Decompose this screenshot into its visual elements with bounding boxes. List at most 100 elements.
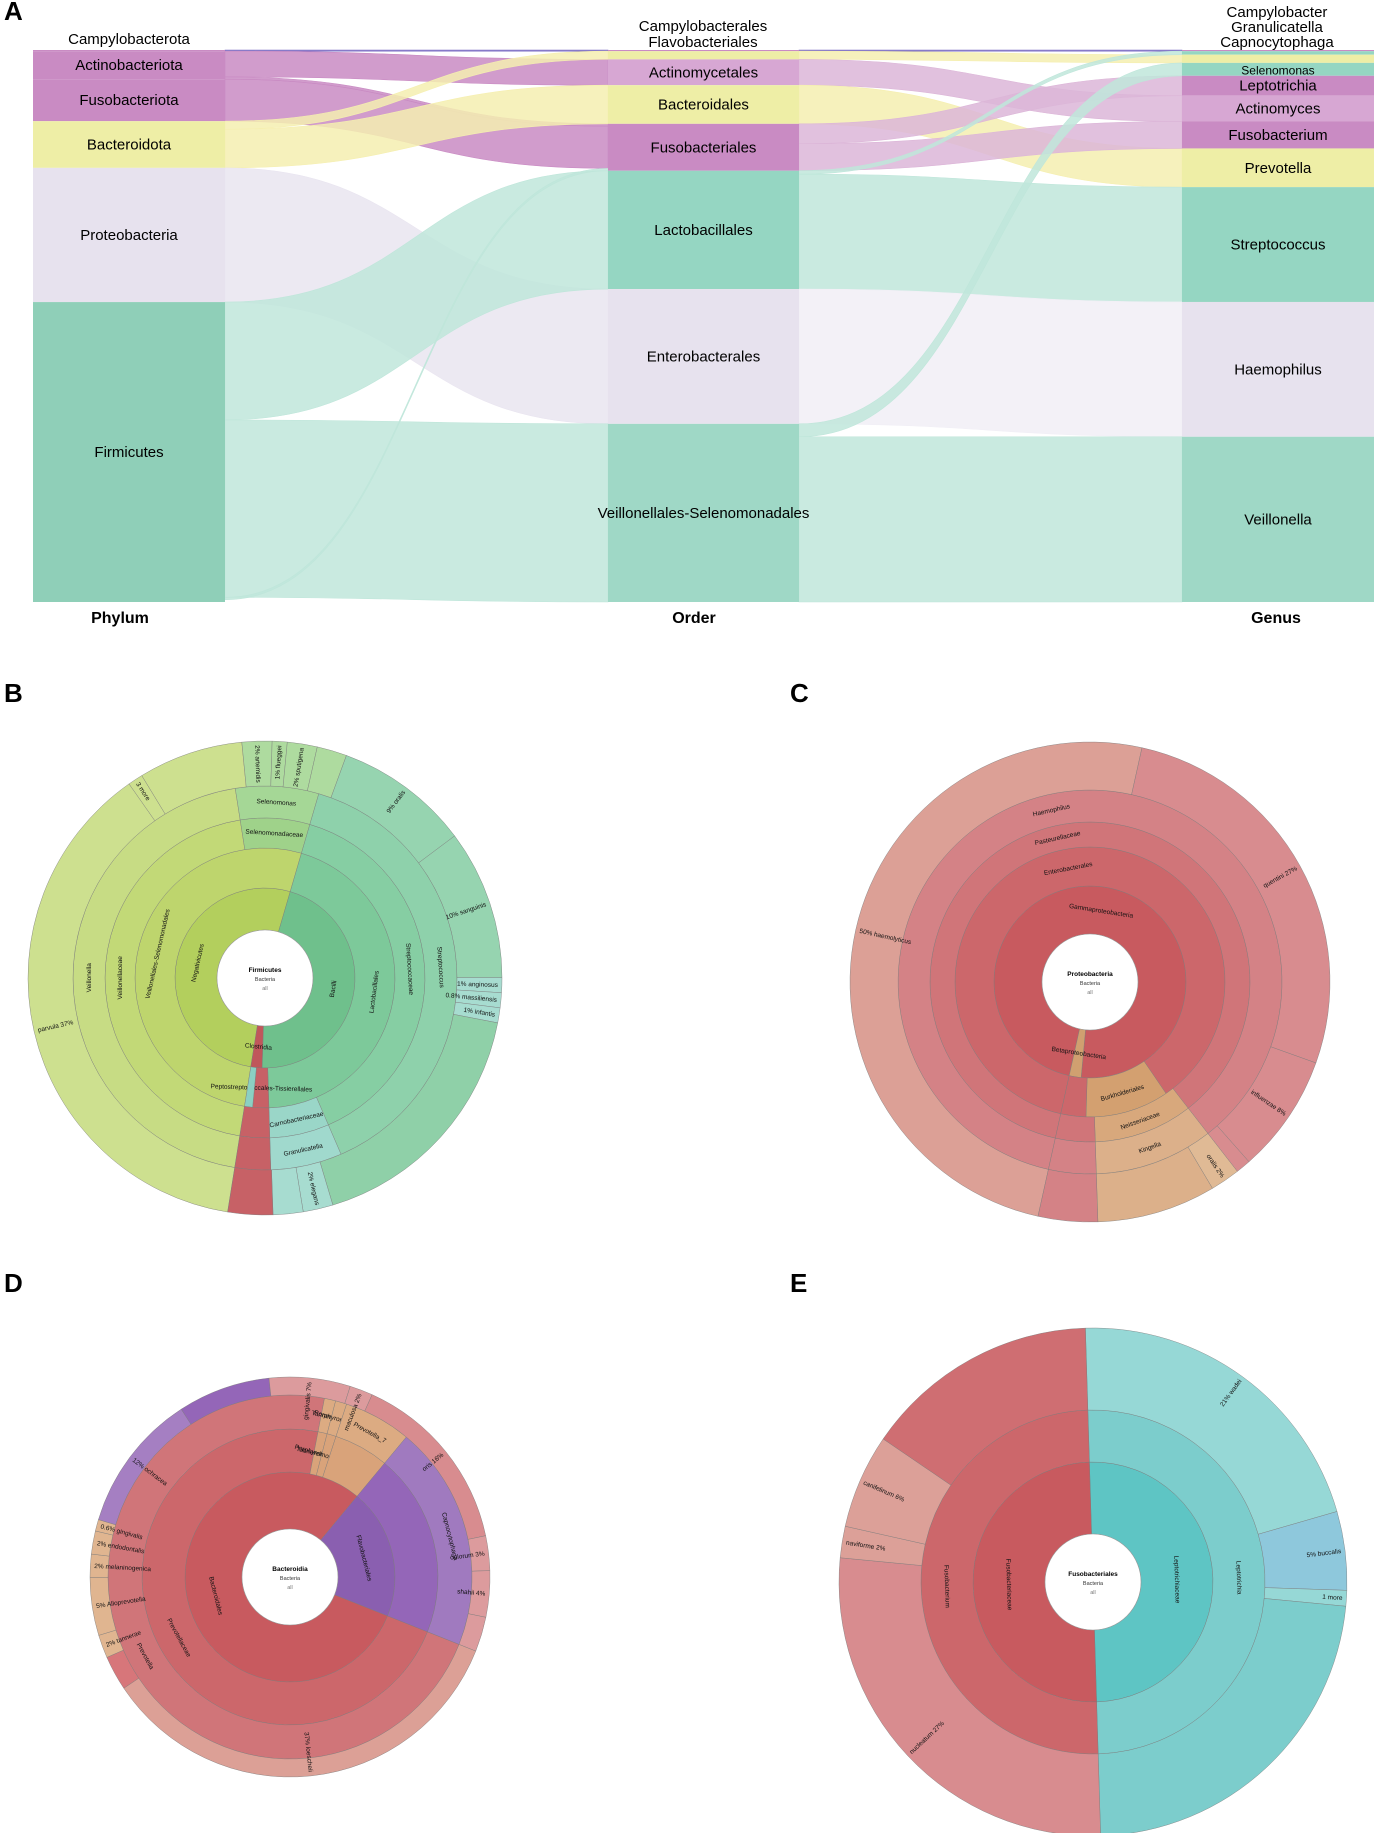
sunburst-b-center xyxy=(216,929,314,1027)
sunburst-c-center-title: Proteobacteria xyxy=(1067,971,1113,978)
sunburst-b-center-note: all xyxy=(262,986,268,992)
sunburst-e-center-subtitle: Bacteria xyxy=(1083,1581,1104,1587)
sunburst-b: NegativicutesBacilliClostridiaVeillonell… xyxy=(27,740,503,1216)
sankey-node-label-bact: Bacteroidota xyxy=(87,137,172,154)
sunburst-e-wedge-1-0 xyxy=(1088,1410,1265,1754)
sunburst-c-center xyxy=(1041,933,1139,1031)
sankey-link-lacto-strep xyxy=(798,173,1183,303)
sankey-node-actino_o xyxy=(608,59,799,86)
sunburst-c-wedge-4-0 xyxy=(849,741,1143,1217)
sankey-node-label-veil_o: Veillonellales-Selenomonadales xyxy=(598,505,810,522)
header-genus-1: Granulicatella xyxy=(1231,19,1323,36)
sankey-node-label-firm: Firmicutes xyxy=(94,444,163,461)
sankey-node-veil_g xyxy=(1182,436,1374,602)
sankey-node-label-actino_o: Actinomycetales xyxy=(649,64,758,81)
sunburst-b-label-3-0: Veillonella xyxy=(86,963,93,993)
sankey-node-capno xyxy=(1182,54,1374,63)
sunburst-d-wedge-3-14 xyxy=(458,1613,487,1652)
sankey-node-campyl_o xyxy=(608,50,799,52)
sankey-nodes: ActinobacteriotaFusobacteriotaBacteroido… xyxy=(33,50,1374,602)
panel-letter-b: B xyxy=(4,678,23,708)
sankey-node-label-haemo: Haemophilus xyxy=(1234,361,1322,378)
header-genus-2: Capnocytophaga xyxy=(1220,34,1334,51)
sunburst-e-wedge-2-7 xyxy=(882,1327,1089,1486)
sunburst-e-wedge-2-3 xyxy=(1097,1598,1347,1833)
sunburst-b-label-1-2: Peptostreptococcales-Tissierellales xyxy=(210,1083,313,1093)
panel-letter-e: E xyxy=(790,1268,807,1298)
axis-title-phylum: Phylum xyxy=(91,610,149,627)
sunburst-b-label-0-1: Bacilli xyxy=(329,980,339,998)
sankey-node-actino xyxy=(33,51,225,80)
sankey-link-campylobacterota-campyl_o xyxy=(224,49,609,52)
sunburst-b-label-3-1: Selenomonas xyxy=(256,798,297,808)
sunburst-b-wedge-4-15 xyxy=(227,1167,274,1216)
sunburst-d-center-title: Bacteroidia xyxy=(272,1566,308,1573)
sunburst-b-wedge-3-4 xyxy=(234,1135,271,1171)
axis-title-genus: Genus xyxy=(1251,610,1301,627)
sankey-node-label-bact_o: Bacteroidales xyxy=(658,96,749,113)
sankey-node-selen xyxy=(1182,62,1374,76)
sunburst-b-label-4-10: 0.8% massiliensis xyxy=(445,992,498,1004)
header-genus-0: Campylobacter xyxy=(1227,4,1328,21)
sunburst-e-center xyxy=(1044,1533,1142,1631)
sunburst-e-label-0-1: Fusobacteriaceae xyxy=(1004,1559,1013,1611)
axis-title-order: Order xyxy=(672,610,716,627)
sankey-node-prev xyxy=(1182,148,1374,188)
sunburst-d-label-3-4: 2% melaninogenica xyxy=(94,1563,151,1573)
sankey-node-label-lepto: Leptotrichia xyxy=(1239,78,1317,95)
sankey-node-label-prev: Prevotella xyxy=(1245,160,1312,177)
sankey-node-proteo xyxy=(33,167,225,303)
sankey-node-flavo xyxy=(608,51,799,60)
sankey-node-label-actino_g: Actinomyces xyxy=(1235,101,1320,118)
sankey-node-actino_g xyxy=(1182,95,1374,122)
sunburst-e-center-title: Fusobacteriales xyxy=(1068,1571,1118,1578)
sunburst-b-label-2-1: Selenomonadaceae xyxy=(245,828,304,839)
sankey-link-campyl_o-campyl_g xyxy=(798,49,1183,52)
panel-letter-d: D xyxy=(4,1268,23,1298)
panel-letter-a: A xyxy=(4,0,23,26)
sunburst-b-center-title: Firmicutes xyxy=(249,967,282,974)
sunburst-c: GammaproteobacteriaBetaproteobacteriaEnt… xyxy=(849,741,1331,1223)
sunburst-d-label-3-0: 37% loescheii xyxy=(302,1732,313,1773)
sunburst-d-center xyxy=(241,1528,339,1626)
panel-letter-c: C xyxy=(790,678,809,708)
sunburst-b-label-3-2: Streptococcus xyxy=(435,946,445,988)
sunburst-c-wedge-3-2 xyxy=(1048,1137,1097,1175)
sankey-node-label-lacto: Lactobacillales xyxy=(654,222,752,239)
sankey-node-haemo xyxy=(1182,301,1374,437)
sunburst-b-label-2-0: Veillonellaceae xyxy=(117,956,124,1000)
sankey-node-label-proteo: Proteobacteria xyxy=(80,227,178,244)
header-phylum: Campylobacterota xyxy=(68,31,190,48)
sunburst-e-label-1-1: Fusobacterium xyxy=(942,1565,950,1608)
sunburst-c-center-note: all xyxy=(1087,990,1093,996)
sunburst-b-label-0-2: Clostridia xyxy=(245,1042,273,1052)
sunburst-d-label-3-13: shahii 4% xyxy=(457,1588,486,1597)
sankey-node-label-actino: Actinobacteriota xyxy=(75,57,183,74)
sunburst-b-label-2-2: Streptococcaceae xyxy=(404,943,414,996)
sankey-node-fuso_o xyxy=(608,123,799,171)
sankey-node-fuso xyxy=(33,79,225,122)
sunburst-d-center-subtitle: Bacteria xyxy=(280,1576,301,1582)
sankey-node-strep xyxy=(1182,187,1374,302)
sunburst-b-label-4-3: 2% artemidis xyxy=(253,745,261,784)
sankey-node-campyl_g xyxy=(1182,50,1374,52)
sunburst-b-center-subtitle: Bacteria xyxy=(255,977,276,983)
sankey-node-lepto xyxy=(1182,75,1374,96)
sankey-node-bact xyxy=(33,121,225,168)
sankey-node-label-fuso_o: Fusobacteriales xyxy=(651,139,757,156)
sunburst-c-wedge-2-2 xyxy=(1055,1113,1096,1143)
sankey-node-fuso_g xyxy=(1182,121,1374,149)
sankey-links xyxy=(224,49,1183,603)
sunburst-e-wedge-2-4 xyxy=(838,1557,1101,1833)
sankey-chart: ActinobacteriotaFusobacteriotaBacteroido… xyxy=(33,4,1374,627)
sankey-node-campylobacterota xyxy=(33,50,225,52)
sankey-node-firm xyxy=(33,302,225,602)
sunburst-b-wedge-4-0 xyxy=(27,783,235,1213)
sankey-node-label-fuso: Fusobacteriota xyxy=(79,92,179,109)
sankey-node-entero xyxy=(608,289,799,424)
sunburst-d: BacteroidalesFlavobacterialesPrevotellac… xyxy=(89,1376,491,1778)
sunburst-c-center-subtitle: Bacteria xyxy=(1080,981,1101,987)
sunburst-d-label-3-9: gingivalis 7% xyxy=(303,1381,314,1420)
